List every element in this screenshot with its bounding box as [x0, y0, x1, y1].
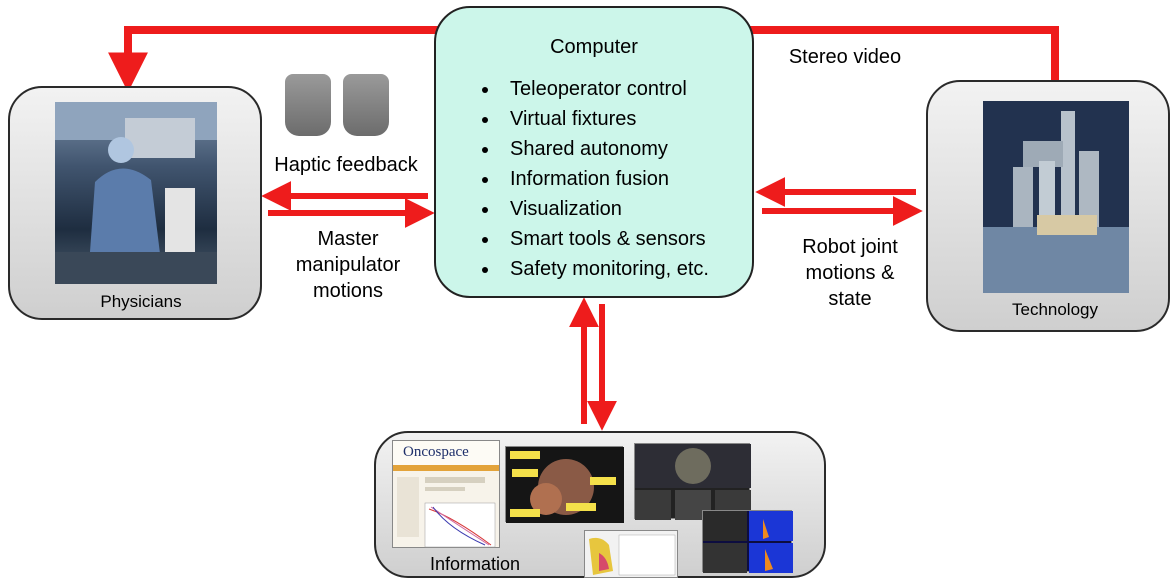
master-controller-left-icon — [285, 74, 331, 136]
endoscopic-view-screenshot — [505, 446, 624, 523]
function-item: Teleoperator control — [480, 74, 709, 104]
function-item: Information fusion — [480, 164, 709, 194]
oncospace-logo: Oncospace — [403, 444, 469, 460]
navigation-view-screenshot — [634, 443, 751, 520]
physicians-label: Physicians — [100, 292, 182, 311]
anatomy-table-screenshot — [584, 530, 678, 578]
function-item: Visualization — [480, 194, 709, 224]
master-motions-line-3: motions — [312, 280, 384, 302]
master-motions-label: Master manipulator motions — [278, 226, 418, 304]
oncospace-screenshot: Oncospace — [392, 440, 500, 548]
robot-motions-line-1: Robot joint — [802, 236, 898, 258]
master-motions-line-1: Master — [317, 228, 379, 250]
information-label: Information — [429, 554, 521, 574]
ct-slices-screenshot — [702, 510, 793, 573]
function-item: Shared autonomy — [480, 134, 709, 164]
function-item: Safety monitoring, etc. — [480, 254, 709, 284]
stereo-video-label: Stereo video — [788, 46, 902, 68]
master-controller-right-icon — [343, 74, 389, 136]
robot-motions-label: Robot joint motions & state — [770, 234, 930, 312]
technology-label: Technology — [1011, 300, 1098, 319]
function-item: Virtual fixtures — [480, 104, 709, 134]
computer-box: Computer Teleoperator control Virtual fi… — [434, 6, 754, 298]
surgical-robot-photo — [983, 101, 1129, 293]
robot-motions-line-2: motions & — [805, 262, 895, 284]
master-motions-line-2: manipulator — [295, 254, 401, 276]
function-item: Smart tools & sensors — [480, 224, 709, 254]
haptic-feedback-label: Haptic feedback — [274, 154, 418, 176]
physician-console-photo — [55, 102, 217, 284]
robot-motions-line-3: state — [828, 288, 872, 310]
computer-title: Computer — [550, 36, 638, 58]
computer-function-list: Teleoperator control Virtual fixtures Sh… — [480, 74, 709, 284]
